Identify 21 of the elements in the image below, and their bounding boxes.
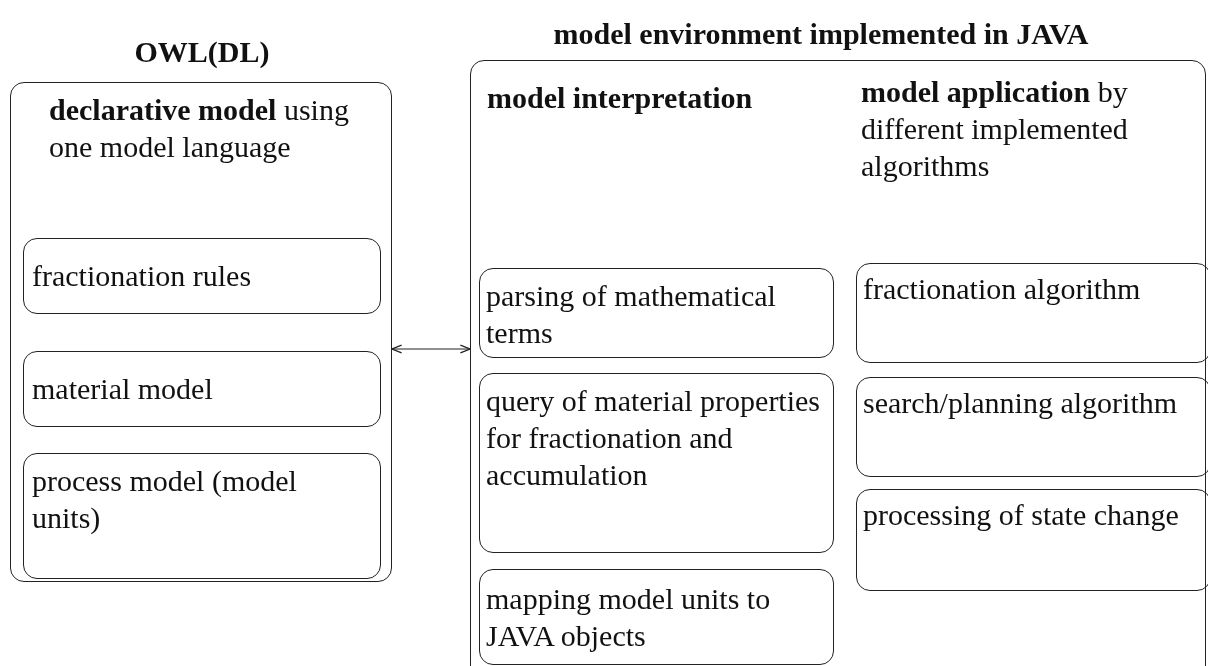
process-box <box>23 453 381 579</box>
process-box <box>23 238 381 314</box>
process-box <box>479 569 834 665</box>
double-arrow <box>391 344 471 354</box>
box-text: query of material properties for fractionation and accumulation <box>486 383 822 493</box>
box-text: model interpretation <box>487 80 754 116</box>
box-text: model application by different implemented algorithms <box>861 74 1129 184</box>
process-box <box>479 373 834 553</box>
box-text: mapping model units to JAVA objects <box>486 581 772 654</box>
group-heading: model environment implemented in JAVA <box>552 16 1090 52</box>
box-text: material model <box>32 371 214 407</box>
box-text: declarative model using one model language <box>49 92 350 165</box>
box-text: parsing of mathematical terms <box>486 278 777 351</box>
box-text: processing of state change <box>863 497 1180 533</box>
box-text: fractionation rules <box>32 258 253 294</box>
box-text: search/planning algorithm <box>863 385 1179 421</box>
group-heading: OWL(DL) <box>133 34 271 70</box>
process-box <box>479 268 834 358</box>
box-text: fractionation algorithm <box>863 271 1142 307</box>
process-box <box>23 351 381 427</box>
box-text: process model (model units) <box>32 463 298 536</box>
